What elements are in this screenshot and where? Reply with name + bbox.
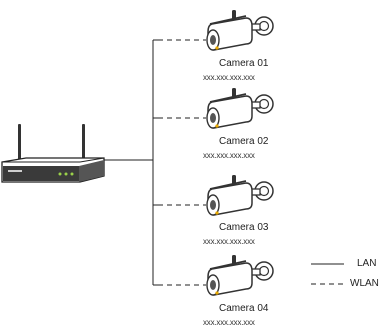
camera-04-ip: xxx.xxx.xxx.xxx bbox=[203, 318, 255, 327]
camera-02-ip: xxx.xxx.xxx.xxx bbox=[203, 151, 255, 160]
camera-01-name: Camera 01 bbox=[219, 58, 269, 69]
bullet-camera-icon bbox=[206, 87, 274, 129]
legend-lan-label: LAN bbox=[357, 258, 377, 269]
camera-02-name: Camera 02 bbox=[219, 136, 269, 147]
bullet-camera-icon bbox=[206, 174, 274, 216]
bullet-camera-icon bbox=[206, 254, 274, 296]
legend-wlan-label: WLAN bbox=[350, 278, 379, 289]
camera-03-name: Camera 03 bbox=[219, 222, 269, 233]
camera-03-ip: xxx.xxx.xxx.xxx bbox=[203, 237, 255, 246]
nvr-recorder-icon bbox=[1, 124, 105, 183]
bullet-camera-icon bbox=[206, 9, 274, 51]
camera-04-name: Camera 04 bbox=[219, 303, 269, 314]
camera-01-ip: xxx.xxx.xxx.xxx bbox=[203, 73, 255, 82]
